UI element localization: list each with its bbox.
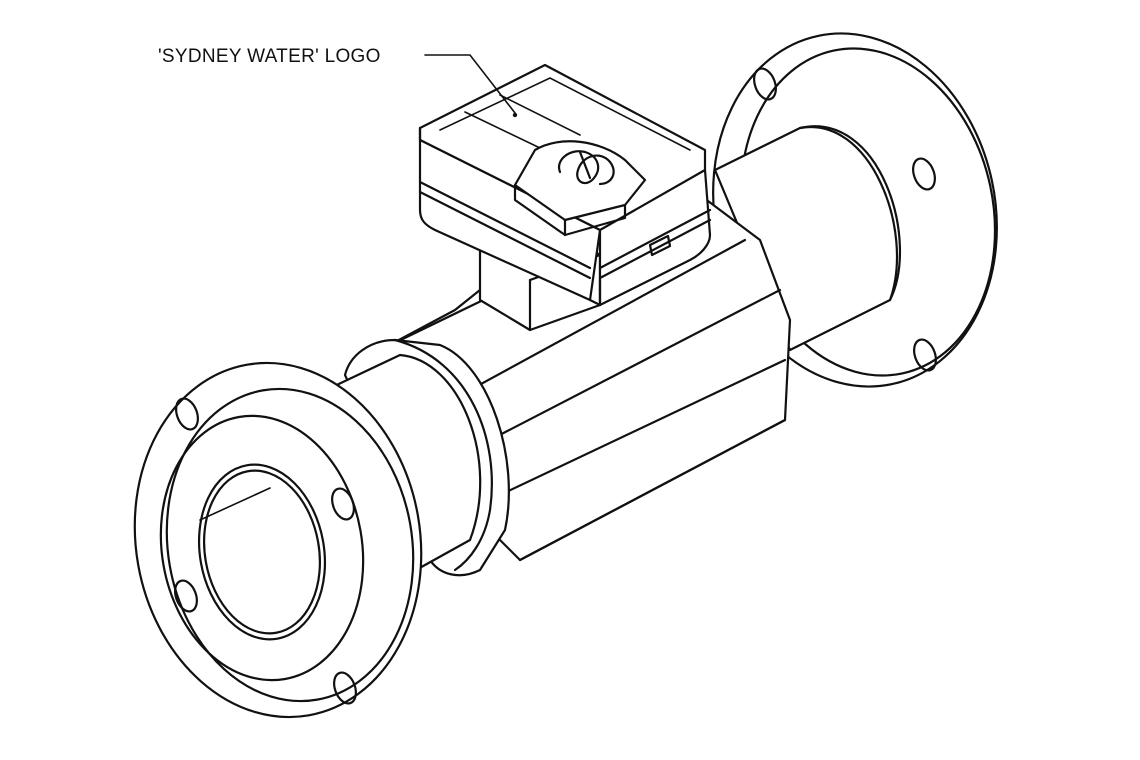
rear-pipe: [713, 125, 902, 352]
front-flange-bolt-holes: [174, 397, 357, 705]
transmitter-head: [418, 63, 712, 307]
front-flange: [133, 361, 423, 719]
sydney-water-logo-icon: [557, 150, 615, 186]
rear-flange-bolt-holes: [753, 67, 937, 372]
logo-callout-label: 'SYDNEY WATER' LOGO: [158, 46, 381, 67]
logo-callout: 'SYDNEY WATER' LOGO: [158, 46, 518, 118]
